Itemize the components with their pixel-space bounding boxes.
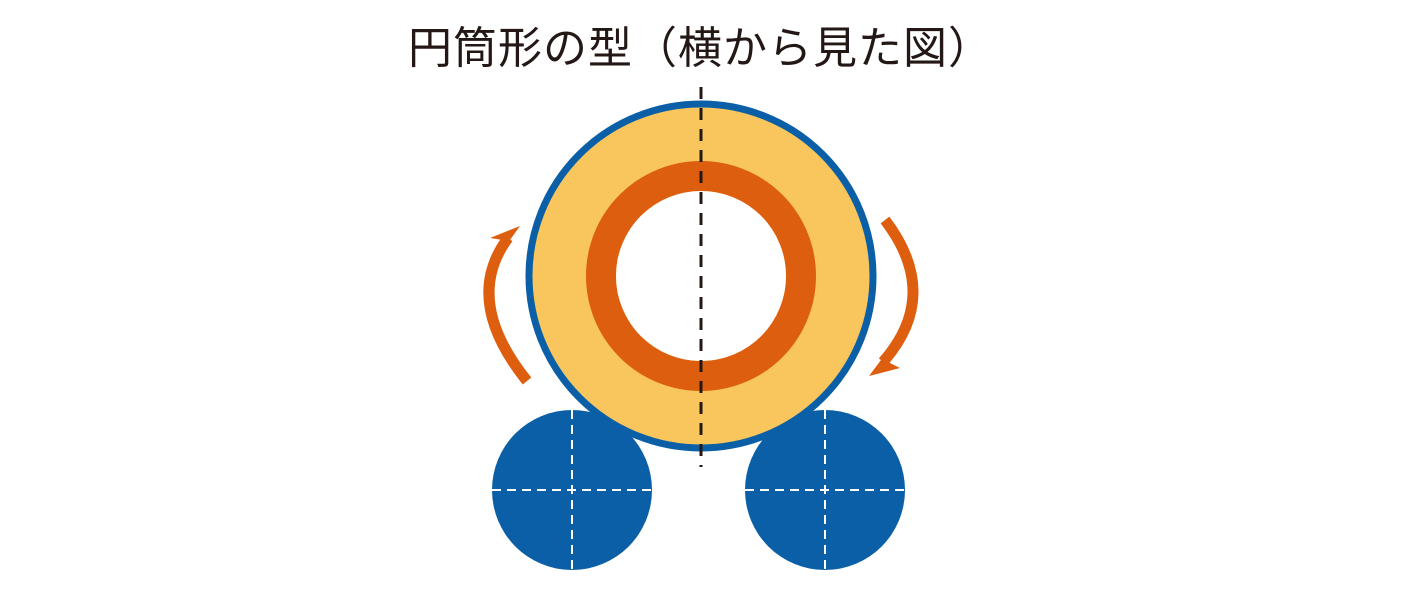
rotation-arrow-right-icon — [869, 216, 919, 376]
diagram-title: 円筒形の型（横から見た図） — [408, 23, 993, 74]
right-roller — [745, 410, 905, 570]
left-roller — [492, 410, 652, 570]
rotation-arrow-left-icon — [483, 226, 532, 385]
